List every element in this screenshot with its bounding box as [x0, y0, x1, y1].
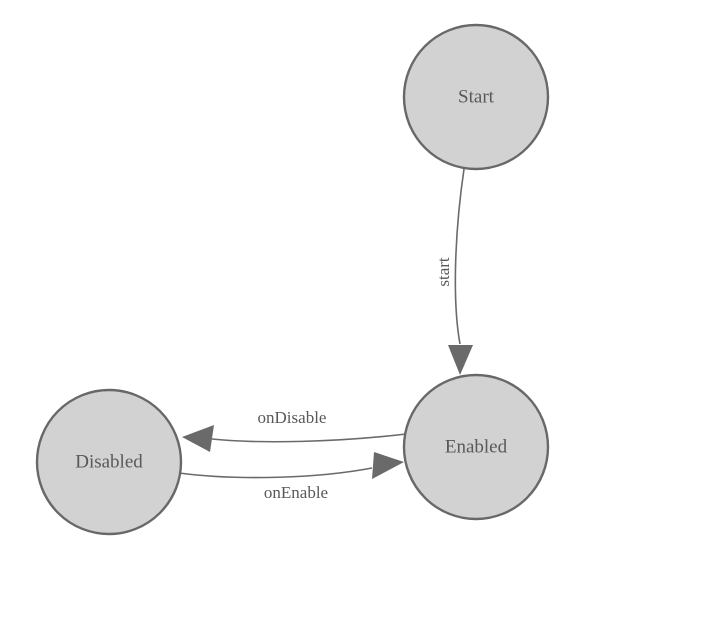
state-node-enabled[interactable]: Enabled [402, 373, 550, 521]
state-node-start[interactable]: Start [402, 23, 550, 171]
edge-disabled-to-enabled[interactable]: onEnable [178, 452, 404, 502]
state-node-start-label: Start [458, 86, 495, 107]
state-node-disabled-circle [35, 388, 183, 536]
edge-start-to-enabled-arrowhead [448, 345, 473, 375]
edge-disabled-to-enabled-path [178, 467, 373, 479]
edge-enabled-to-disabled-arrowhead [182, 425, 214, 452]
edge-start-to-enabled[interactable]: start [434, 168, 473, 375]
edge-disabled-to-enabled-arrowhead [372, 452, 404, 479]
state-node-start-circle [402, 23, 550, 171]
state-node-enabled-label: Enabled [445, 436, 508, 457]
edge-start-to-enabled-path [454, 168, 465, 345]
state-node-disabled-label: Disabled [75, 451, 143, 472]
edge-label-start: start [434, 257, 453, 287]
edge-enabled-to-disabled-path [211, 433, 407, 443]
edge-label-onenable: onEnable [264, 483, 328, 502]
edge-enabled-to-disabled[interactable]: onDisable [182, 408, 407, 452]
state-node-enabled-circle [402, 373, 550, 521]
edge-label-ondisable: onDisable [258, 408, 327, 427]
state-node-disabled[interactable]: Disabled [35, 388, 183, 536]
